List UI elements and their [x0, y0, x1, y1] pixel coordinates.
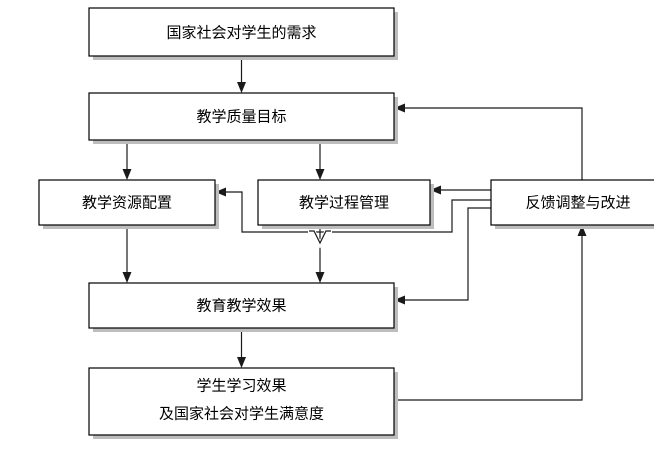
node-resource-label: 教学资源配置 [82, 194, 172, 212]
node-effect[interactable]: 教育教学效果 [88, 282, 398, 332]
node-process[interactable]: 教学过程管理 [257, 179, 434, 229]
node-feedback[interactable]: 反馈调整与改进 [490, 179, 654, 229]
edge-feedback-to-goal [394, 103, 583, 180]
edge-feedback-to-process [430, 185, 491, 195]
node-layer: 国家社会对学生的需求 教学质量目标 教学资源配置 教学过程管理 [38, 7, 654, 439]
node-goal-label: 教学质量目标 [196, 108, 286, 126]
line-hop-process-vertical [308, 230, 332, 249]
edge-goal-to-resource [122, 140, 132, 180]
node-goal[interactable]: 教学质量目标 [88, 92, 398, 144]
edge-effect-to-satisfaction [237, 328, 246, 368]
node-satisfaction-label-line1: 学生学习效果 [196, 377, 286, 395]
connector-layer [122, 56, 587, 401]
edge-resource-to-effect [122, 225, 132, 283]
node-resource[interactable]: 教学资源配置 [38, 179, 219, 229]
edge-feedback-to-effect [394, 207, 491, 305]
edge-process-to-effect [315, 225, 325, 283]
edge-feedback-to-resource [215, 187, 491, 233]
node-process-label: 教学过程管理 [299, 194, 389, 212]
node-demand[interactable]: 国家社会对学生的需求 [88, 7, 398, 60]
edge-satisfaction-to-feedback [394, 225, 587, 401]
node-feedback-label: 反馈调整与改进 [525, 194, 630, 212]
node-satisfaction-label-line2: 及国家社会对学生满意度 [159, 405, 324, 423]
node-satisfaction[interactable]: 学生学习效果 及国家社会对学生满意度 [88, 367, 398, 439]
node-effect-label: 教育教学效果 [196, 297, 286, 315]
node-demand-label: 国家社会对学生的需求 [166, 24, 316, 42]
edge-demand-to-goal [237, 56, 246, 93]
edge-goal-to-process [315, 140, 325, 180]
